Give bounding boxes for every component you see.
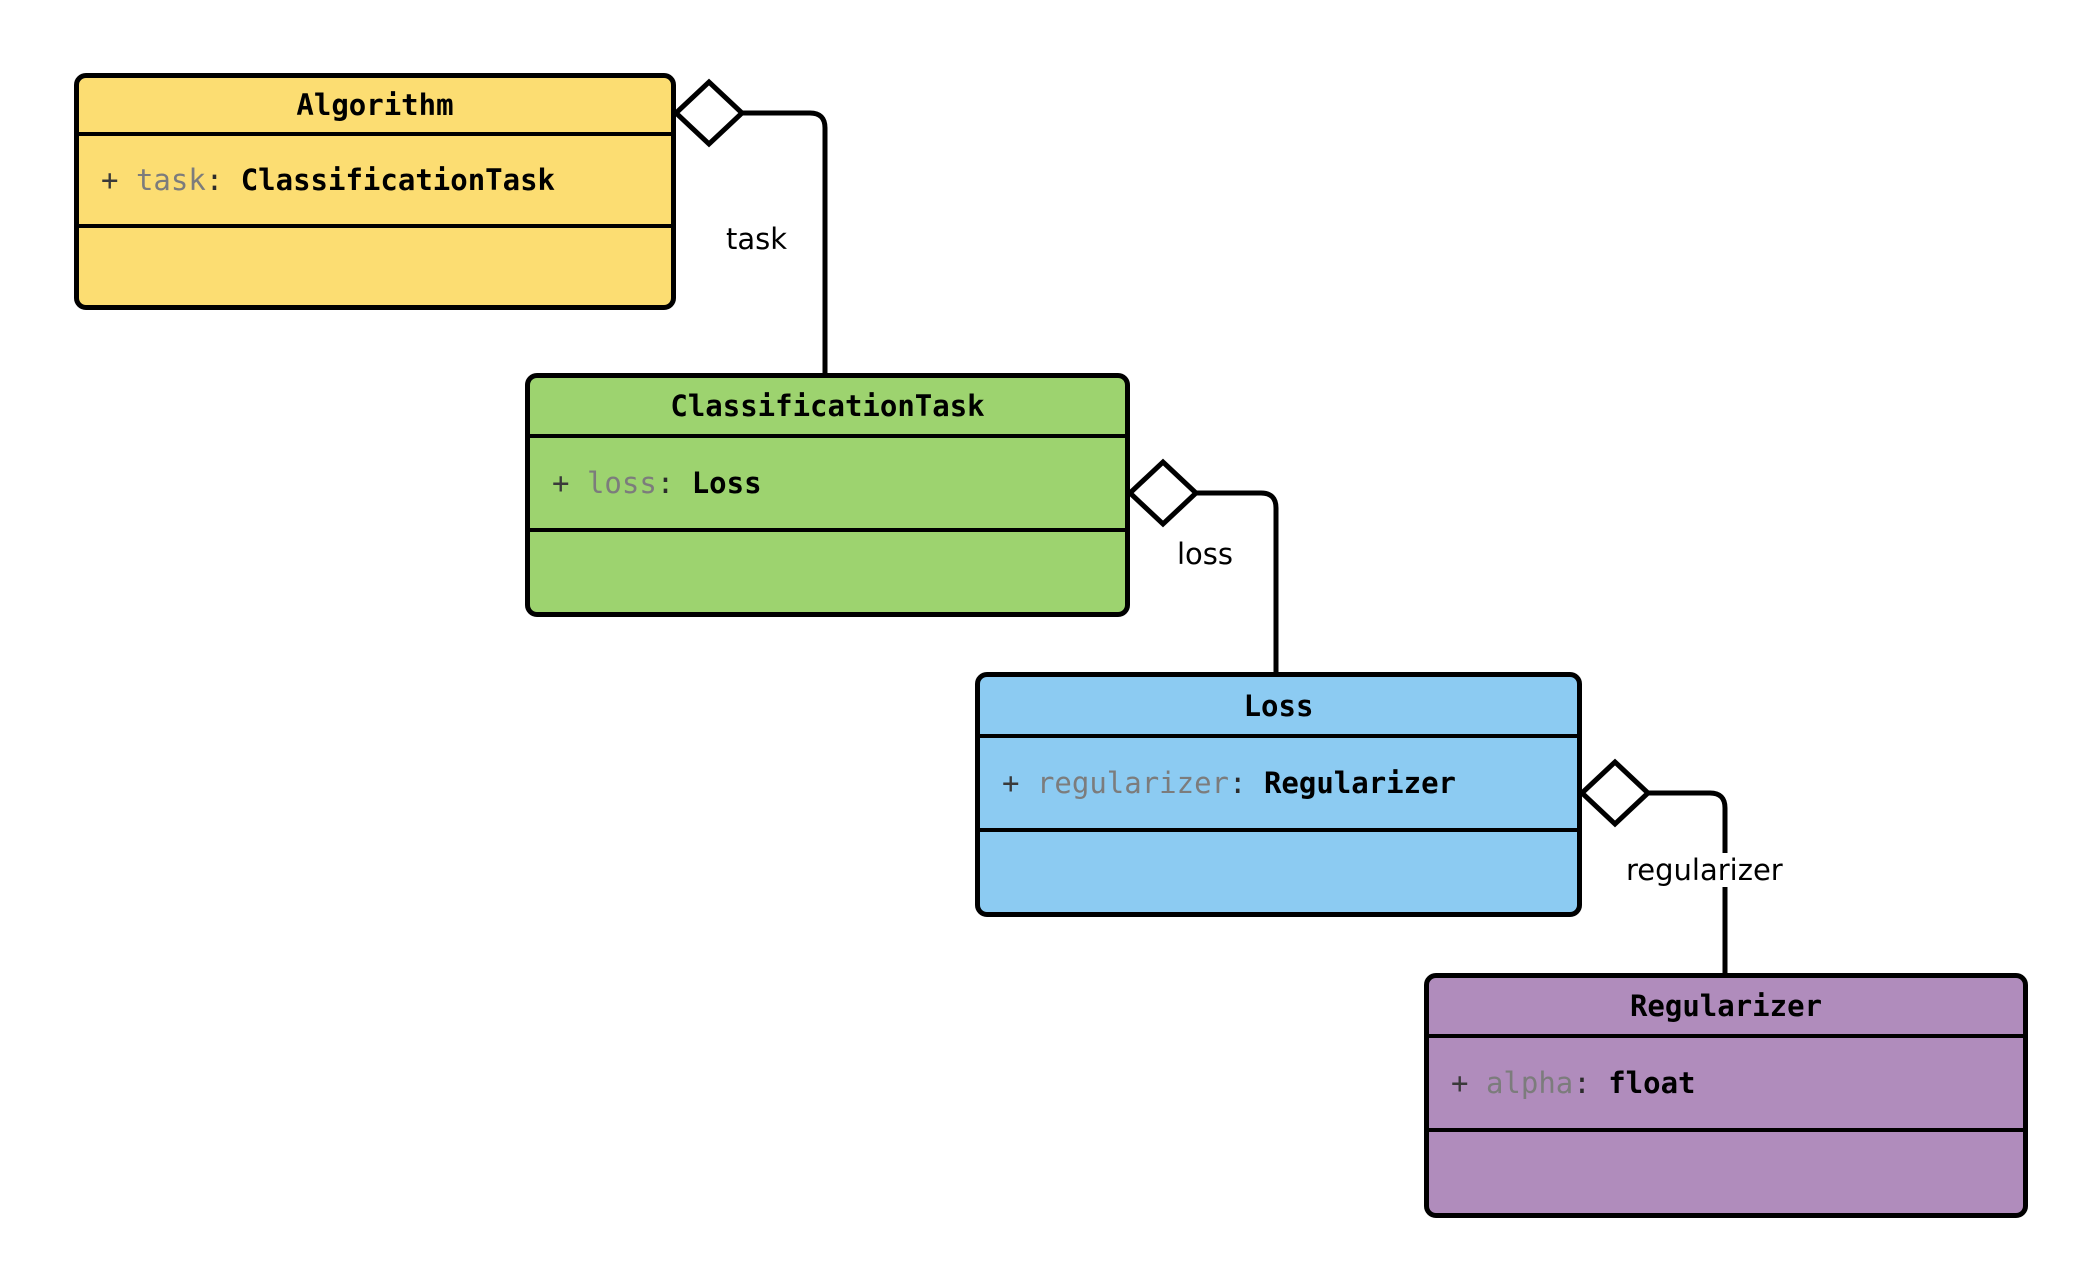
attribute-name: loss bbox=[586, 466, 657, 500]
attribute-visibility: + bbox=[1002, 766, 1020, 800]
attribute-name: regularizer bbox=[1036, 766, 1229, 800]
attribute-type: Loss bbox=[691, 466, 762, 500]
attribute-visibility: + bbox=[1451, 1066, 1469, 1100]
attribute-separator: : bbox=[1573, 1066, 1591, 1100]
class-methods-classification-task bbox=[530, 532, 1125, 612]
aggregation-diamond-regularizer bbox=[1578, 758, 1652, 828]
aggregation-diamond-task bbox=[672, 78, 746, 148]
edge-label-loss: loss bbox=[1171, 537, 1240, 572]
class-methods-loss bbox=[980, 832, 1577, 912]
class-attributes-loss: + regularizer: Regularizer bbox=[980, 738, 1577, 832]
attribute-row: + task: ClassificationTask bbox=[101, 163, 555, 197]
attribute-row: + loss: Loss bbox=[552, 466, 762, 500]
edge-line-loss bbox=[1196, 490, 1279, 672]
edge-label-regularizer: regularizer bbox=[1620, 853, 1789, 888]
aggregation-diamond-loss bbox=[1126, 458, 1200, 528]
uml-class-loss[interactable]: Loss + regularizer: Regularizer bbox=[975, 672, 1582, 917]
attribute-row: + alpha: float bbox=[1451, 1066, 1696, 1100]
class-attributes-classification-task: + loss: Loss bbox=[530, 438, 1125, 532]
class-title-regularizer: Regularizer bbox=[1429, 978, 2023, 1038]
class-attributes-algorithm: + task: ClassificationTask bbox=[79, 136, 671, 228]
class-methods-regularizer bbox=[1429, 1132, 2023, 1213]
attribute-name: alpha bbox=[1485, 1066, 1574, 1100]
attribute-type: ClassificationTask bbox=[240, 163, 555, 197]
attribute-visibility: + bbox=[101, 163, 119, 197]
class-title-loss: Loss bbox=[980, 677, 1577, 738]
attribute-separator: : bbox=[656, 466, 675, 500]
attribute-name: task bbox=[135, 163, 206, 197]
class-methods-algorithm bbox=[79, 228, 671, 305]
attribute-type: float bbox=[1608, 1066, 1696, 1100]
class-title-classification-task: ClassificationTask bbox=[530, 378, 1125, 438]
attribute-visibility: + bbox=[552, 466, 570, 500]
attribute-separator: : bbox=[1229, 766, 1247, 800]
attribute-type: Regularizer bbox=[1263, 766, 1456, 800]
uml-class-classification-task[interactable]: ClassificationTask + loss: Loss bbox=[525, 373, 1130, 617]
class-attributes-regularizer: + alpha: float bbox=[1429, 1038, 2023, 1132]
uml-class-regularizer[interactable]: Regularizer + alpha: float bbox=[1424, 973, 2028, 1218]
class-title-algorithm: Algorithm bbox=[79, 78, 671, 136]
attribute-row: + regularizer: Regularizer bbox=[1002, 766, 1456, 800]
edge-label-task: task bbox=[720, 222, 794, 257]
attribute-separator: : bbox=[205, 163, 224, 197]
uml-class-algorithm[interactable]: Algorithm + task: ClassificationTask bbox=[74, 73, 676, 310]
